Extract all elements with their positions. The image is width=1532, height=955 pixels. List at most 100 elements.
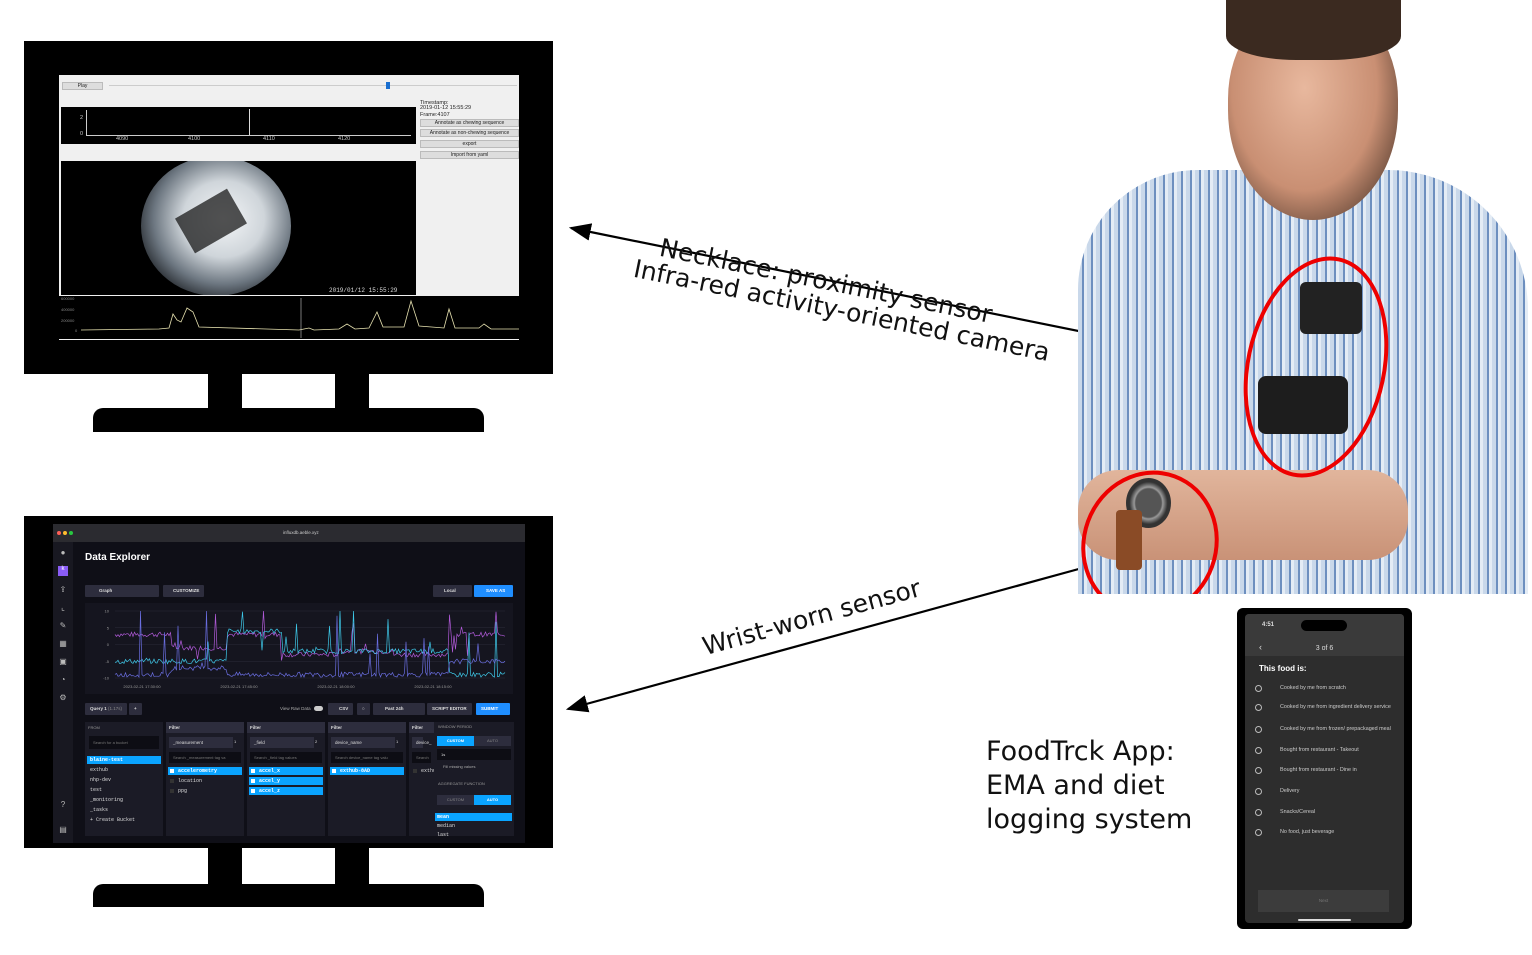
food-option-label: No food, just beverage: [1280, 829, 1335, 835]
filter-header[interactable]: Filter: [328, 722, 406, 733]
customize-button[interactable]: CUSTOMIZE: [163, 585, 205, 597]
filter-search[interactable]: Search _field tag values: [250, 752, 322, 763]
filter-header[interactable]: Filter: [247, 722, 325, 733]
window-custom-tab[interactable]: CUSTOM: [437, 736, 474, 746]
org-icon[interactable]: k: [58, 566, 68, 576]
gear-icon[interactable]: ⚙: [59, 693, 67, 702]
bucket-item[interactable]: _tasks: [90, 807, 109, 813]
filter-value[interactable]: ppg: [168, 787, 242, 795]
filter-header[interactable]: Filter: [166, 722, 244, 733]
filter-search[interactable]: Search device_name tag valu: [331, 752, 403, 763]
filter-key-dropdown[interactable]: device_: [412, 737, 432, 748]
radio-icon[interactable]: [1255, 767, 1262, 774]
from-label: FROM: [88, 725, 100, 730]
checkbox-icon[interactable]: [332, 769, 336, 773]
next-button[interactable]: Next: [1258, 890, 1389, 912]
aggregate-auto-tab[interactable]: AUTO: [474, 795, 511, 805]
csv-button[interactable]: CSV: [328, 703, 354, 715]
filter-value-label: ppg: [178, 788, 188, 794]
radio-icon[interactable]: [1255, 829, 1262, 836]
filter-value[interactable]: accel_y: [249, 777, 323, 785]
filter-search[interactable]: Search _measurement tag va: [169, 752, 241, 763]
annotate-non-chewing-button[interactable]: Annotate as non-chewing sequence: [420, 129, 519, 137]
fill-missing-checkbox[interactable]: Fill missing values: [443, 764, 476, 769]
monitor-stand: [208, 374, 242, 410]
add-query-button[interactable]: +: [129, 703, 142, 715]
checkbox-icon[interactable]: [251, 779, 255, 783]
filter-key-dropdown[interactable]: _field: [250, 737, 314, 748]
food-option-label: Bought from restaurant - Dine in: [1280, 767, 1357, 773]
bucket-item[interactable]: test: [90, 787, 103, 793]
view-raw-toggle[interactable]: [314, 706, 323, 711]
script-editor-button[interactable]: SCRIPT EDITOR: [427, 703, 472, 715]
back-icon[interactable]: ‹: [1259, 642, 1262, 652]
graph-icon[interactable]: ⌞: [61, 603, 65, 612]
upload-icon[interactable]: ⇪: [59, 585, 67, 594]
checkbox-icon[interactable]: [251, 789, 255, 793]
refresh-button[interactable]: ○: [357, 703, 370, 715]
radio-icon[interactable]: [1255, 726, 1262, 733]
checkbox-icon[interactable]: [251, 769, 255, 773]
filter-key-dropdown[interactable]: _measurement: [169, 737, 233, 748]
pencil-icon[interactable]: ✎: [59, 621, 67, 630]
function-mean[interactable]: mean: [435, 813, 512, 821]
calendar-icon[interactable]: ▣: [59, 657, 67, 666]
window-auto-tab[interactable]: AUTO: [474, 736, 511, 746]
checkbox-icon[interactable]: [170, 779, 174, 783]
function-median[interactable]: median: [437, 823, 456, 829]
query-tab[interactable]: Query 1 (1.17s): [85, 703, 128, 715]
dashboard-icon[interactable]: ▦: [59, 639, 67, 648]
annotate-chewing-button[interactable]: Annotate as chewing sequence: [420, 119, 519, 127]
filter-count: 1: [396, 739, 399, 744]
filter-value[interactable]: accelerometry: [168, 767, 242, 775]
save-as-button[interactable]: SAVE AS: [474, 585, 513, 597]
filter-value[interactable]: accel_z: [249, 787, 323, 795]
submit-button[interactable]: SUBMIT: [476, 703, 510, 715]
import-yaml-button[interactable]: Import from yaml: [420, 151, 519, 159]
graph-type-dropdown[interactable]: Graph: [85, 585, 159, 597]
participant-photo: [1078, 0, 1528, 594]
user-icon[interactable]: ▤: [59, 825, 67, 834]
radio-icon[interactable]: [1255, 747, 1262, 754]
play-button[interactable]: Play: [62, 82, 103, 90]
filter-search[interactable]: Search: [412, 752, 431, 763]
frame-value: Frame:4107: [420, 112, 450, 118]
filter-value[interactable]: location: [168, 777, 242, 785]
time-range-dropdown[interactable]: Past 24h: [373, 703, 425, 715]
filter-panel: Filter device_name 1 Search device_name …: [328, 722, 406, 836]
filter-value[interactable]: exthu: [411, 767, 434, 775]
export-button[interactable]: export: [420, 140, 519, 148]
checkbox-icon[interactable]: [413, 769, 417, 773]
close-dot[interactable]: [57, 531, 61, 535]
radio-icon[interactable]: [1255, 704, 1262, 711]
window-period-label: WINDOW PERIOD: [438, 724, 472, 729]
bucket-search[interactable]: Search for a bucket: [89, 736, 159, 749]
filter-value[interactable]: accel_x: [249, 767, 323, 775]
minimize-dot[interactable]: [63, 531, 67, 535]
bucket-item[interactable]: blaine-test: [87, 756, 161, 764]
bucket-item[interactable]: exthub: [90, 767, 109, 773]
radio-icon[interactable]: [1255, 685, 1262, 692]
filter-header[interactable]: Filter: [409, 722, 434, 733]
filter-value[interactable]: exthub-8AD: [330, 767, 404, 775]
help-icon[interactable]: ?: [60, 800, 66, 809]
y-tick: 0: [80, 131, 84, 137]
window-input[interactable]: 1s: [437, 749, 511, 760]
bucket-item[interactable]: nhp-dev: [90, 777, 112, 783]
bell-icon[interactable]: ◔: [60, 675, 66, 684]
checkbox-icon[interactable]: [170, 769, 174, 773]
function-last[interactable]: last: [437, 832, 450, 836]
aggregate-custom-tab[interactable]: CUSTOM: [437, 795, 474, 805]
checkbox-icon[interactable]: [170, 789, 174, 793]
slider-handle[interactable]: [386, 82, 390, 89]
url-bar[interactable]: influxdb.aeble.xyz: [283, 530, 319, 535]
filter-key-dropdown[interactable]: device_name: [331, 737, 395, 748]
bucket-item[interactable]: _monitoring: [90, 797, 124, 803]
timeline-slider[interactable]: [109, 85, 517, 86]
bucket-item[interactable]: + Create Bucket: [90, 817, 136, 823]
timezone-dropdown[interactable]: Local: [433, 585, 472, 597]
maximize-dot[interactable]: [69, 531, 73, 535]
radio-icon[interactable]: [1255, 788, 1262, 795]
radio-icon[interactable]: [1255, 809, 1262, 816]
